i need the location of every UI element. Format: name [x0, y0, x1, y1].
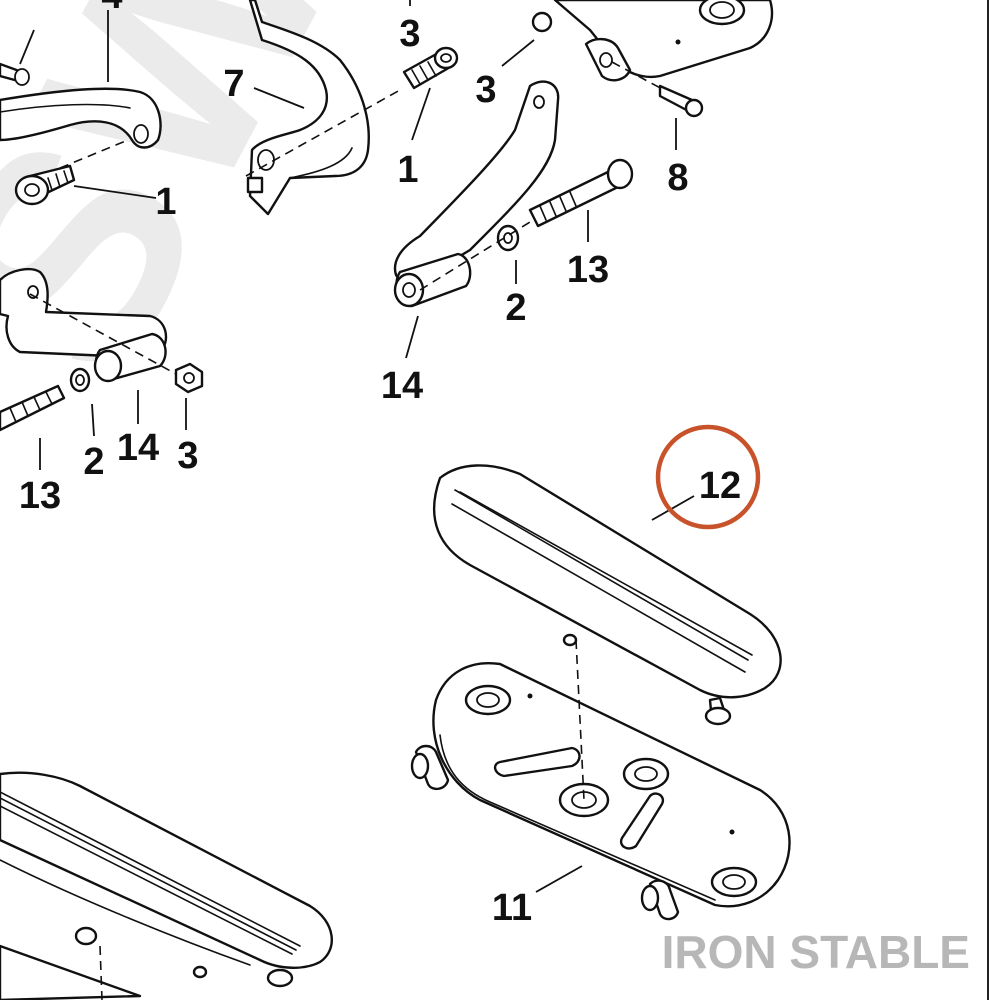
axis-line-top-left: [59, 139, 129, 169]
axis-line-bottom-left: [99, 945, 103, 1000]
leader-lines: [19, 0, 695, 893]
footboard-top-right: [531, 0, 774, 82]
callout-3-top: 3: [399, 13, 420, 55]
callout-2-right: 2: [505, 287, 526, 329]
washer-2-left: [69, 367, 91, 393]
callout-8: 8: [667, 157, 688, 199]
callout-4: 4: [101, 0, 122, 17]
callout-13-left: 13: [19, 475, 61, 517]
screw-1-left: [14, 164, 76, 206]
callout-11: 11: [492, 887, 532, 929]
callout-3-left: 3: [177, 435, 198, 477]
callout-2-left: 2: [83, 441, 104, 483]
axis-line-pin: [611, 61, 665, 91]
bolt-13-right: [528, 158, 634, 228]
callout-14-left: 14: [117, 427, 159, 469]
footrest-bracket: [0, 87, 162, 149]
footboard-bottom-left: [0, 771, 333, 1000]
shifter-arm-left: [0, 268, 168, 383]
callout-13-right: 13: [567, 249, 609, 291]
footboard-base-11: [410, 662, 791, 921]
callout-14-right: 14: [381, 365, 423, 407]
callout-7: 7: [223, 63, 244, 105]
highlight-circle: [655, 424, 761, 530]
callout-1-left: 1: [155, 181, 176, 223]
screw-1-mid: [402, 46, 459, 90]
watermark: IRON STABLE: [662, 926, 970, 978]
axis-line-shifter: [419, 221, 531, 291]
nut-3-left: [174, 362, 204, 394]
bracket-arm-7: [246, 0, 370, 216]
axis-line-left: [29, 293, 177, 375]
washer-2-right: [496, 224, 520, 252]
callout-12: 12: [699, 465, 741, 507]
shifter-arm-right: [393, 80, 560, 308]
pin-8: [658, 84, 704, 118]
axis-line-footboard: [575, 639, 585, 801]
callout-1-mid: 1: [397, 149, 418, 191]
footboard-pad-12: [432, 464, 782, 726]
bolt-13-left: [0, 384, 66, 432]
screw-top-left: [0, 62, 30, 86]
callout-3-mid: 3: [475, 69, 496, 111]
